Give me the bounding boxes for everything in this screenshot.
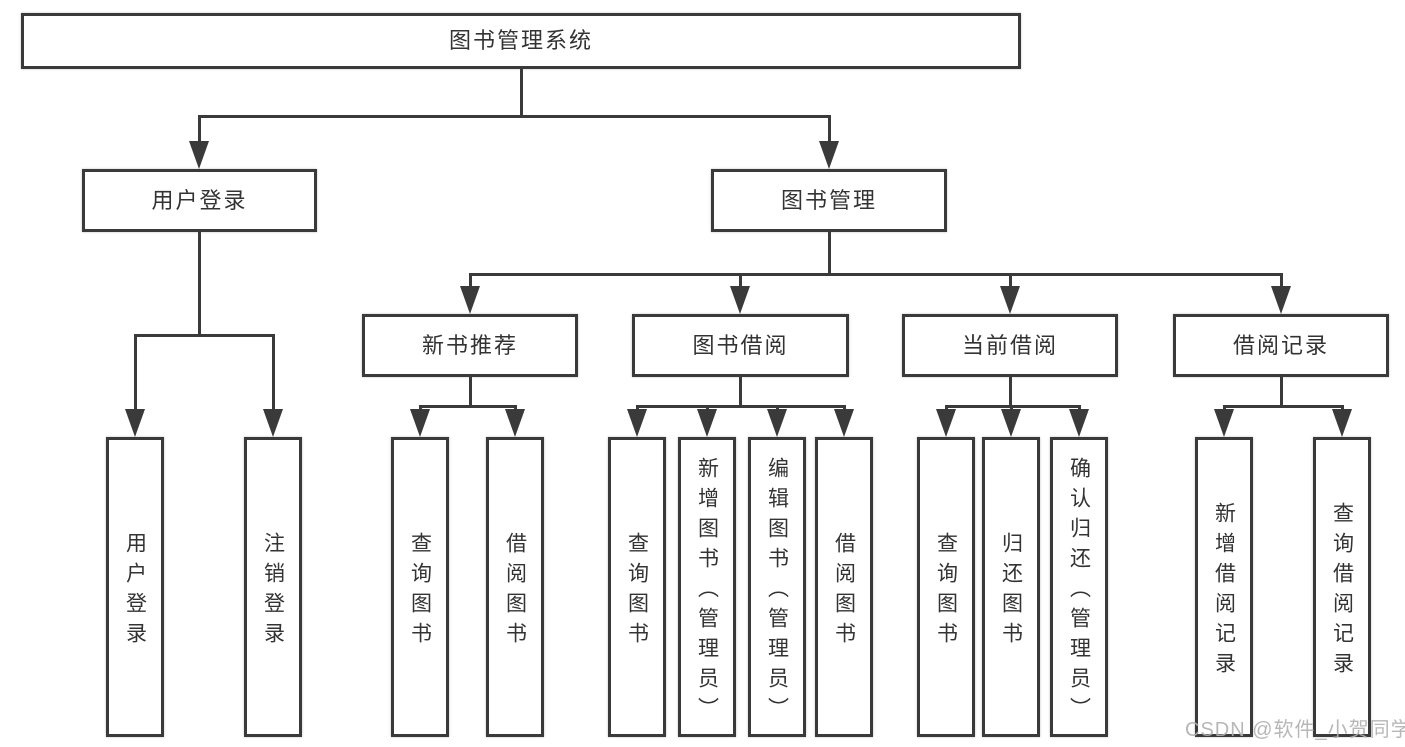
connector-line — [1279, 377, 1283, 408]
node-book-borrowing: 图书借阅 — [632, 314, 849, 377]
connector-line — [519, 69, 523, 118]
arrowhead-down-icon — [505, 409, 525, 437]
node-borrow-records: 借阅记录 — [1173, 314, 1389, 377]
leaf-confirm-return-admin: 确认归还（管理员） — [1050, 437, 1108, 737]
connector-line — [739, 273, 742, 289]
leaf-user-login-label: 用户登录 — [123, 531, 147, 652]
leaf-query-books-newbook: 查询图书 — [391, 437, 449, 737]
arrowhead-down-icon — [834, 409, 854, 437]
arrowhead-down-icon — [410, 409, 430, 437]
leaf-return-books: 归还图书 — [982, 437, 1040, 737]
connector-line — [133, 334, 137, 411]
arrowhead-down-icon — [1214, 409, 1234, 437]
connector-line — [827, 115, 831, 143]
arrowhead-down-icon — [1069, 409, 1089, 437]
node-current-borrowing: 当前借阅 — [902, 314, 1118, 377]
node-root: 图书管理系统 — [21, 13, 1021, 69]
connector-line — [944, 405, 1081, 408]
leaf-borrow-books-label: 借阅图书 — [832, 531, 856, 652]
arrowhead-down-icon — [1000, 286, 1020, 314]
node-user-login: 用户登录 — [82, 169, 317, 232]
connector-line — [197, 232, 201, 337]
node-current-borrowing-label: 当前借阅 — [961, 332, 1058, 358]
connector-line — [1008, 273, 1012, 289]
leaf-add-borrow-record-label: 新增借阅记录 — [1212, 501, 1236, 682]
arrowhead-down-icon — [1001, 409, 1021, 437]
connector-line — [739, 377, 742, 408]
arrowhead-down-icon — [767, 409, 787, 437]
arrowhead-down-icon — [1332, 409, 1352, 437]
arrowhead-down-icon — [819, 141, 839, 169]
leaf-add-books-admin: 新增图书（管理员） — [678, 437, 736, 737]
leaf-query-borrow-record-label: 查询借阅记录 — [1330, 501, 1354, 682]
arrowhead-down-icon — [125, 409, 145, 437]
node-root-label: 图书管理系统 — [448, 28, 593, 53]
leaf-query-books-borrow-label: 查询图书 — [625, 531, 649, 652]
arrowhead-down-icon — [627, 409, 647, 437]
connector-line — [1279, 273, 1283, 289]
leaf-confirm-return-admin-label: 确认归还（管理员） — [1067, 456, 1091, 727]
arrowhead-down-icon — [697, 409, 717, 437]
leaf-query-books-borrow: 查询图书 — [608, 437, 666, 737]
connector-line — [468, 273, 472, 289]
arrowhead-down-icon — [189, 141, 209, 169]
node-user-login-label: 用户登录 — [151, 187, 248, 213]
arrowhead-down-icon — [936, 409, 956, 437]
connector-line — [418, 405, 517, 408]
leaf-borrow-books-newbook-label: 借阅图书 — [503, 531, 527, 652]
leaf-borrow-books: 借阅图书 — [815, 437, 873, 737]
leaf-user-login: 用户登录 — [106, 437, 164, 737]
node-book-management-label: 图书管理 — [780, 187, 877, 213]
arrowhead-down-icon — [730, 286, 750, 314]
leaf-add-borrow-record: 新增借阅记录 — [1195, 437, 1253, 737]
leaf-logout-label: 注销登录 — [261, 531, 285, 652]
node-new-book-recommend-label: 新书推荐 — [421, 332, 518, 358]
leaf-logout: 注销登录 — [244, 437, 302, 737]
arrowhead-down-icon — [263, 409, 283, 437]
leaf-edit-books-admin-label: 编辑图书（管理员） — [765, 456, 789, 727]
connector-line — [468, 273, 1283, 276]
connector-line — [271, 334, 275, 411]
node-borrow-records-label: 借阅记录 — [1232, 332, 1329, 358]
connector-line — [468, 377, 472, 408]
connector-line — [133, 334, 275, 337]
leaf-edit-books-admin: 编辑图书（管理员） — [748, 437, 806, 737]
leaf-query-books-newbook-label: 查询图书 — [408, 531, 432, 652]
node-book-borrowing-label: 图书借阅 — [692, 332, 789, 358]
arrowhead-down-icon — [1271, 286, 1291, 314]
connector-line — [635, 405, 846, 408]
connector-line — [197, 115, 831, 118]
arrowhead-down-icon — [460, 286, 480, 314]
leaf-query-books-current: 查询图书 — [917, 437, 975, 737]
csdn-watermark: CSDN @软件_小贺同学 — [1185, 719, 1405, 741]
leaf-return-books-label: 归还图书 — [999, 531, 1023, 652]
connector-line — [1222, 405, 1344, 408]
leaf-query-borrow-record: 查询借阅记录 — [1313, 437, 1371, 737]
connector-line — [1008, 377, 1012, 408]
leaf-add-books-admin-label: 新增图书（管理员） — [695, 456, 719, 727]
connector-line — [197, 115, 201, 143]
node-book-management: 图书管理 — [711, 169, 947, 232]
leaf-borrow-books-newbook: 借阅图书 — [486, 437, 544, 737]
connector-line — [827, 232, 831, 276]
leaf-query-books-current-label: 查询图书 — [934, 531, 958, 652]
node-new-book-recommend: 新书推荐 — [362, 314, 578, 377]
